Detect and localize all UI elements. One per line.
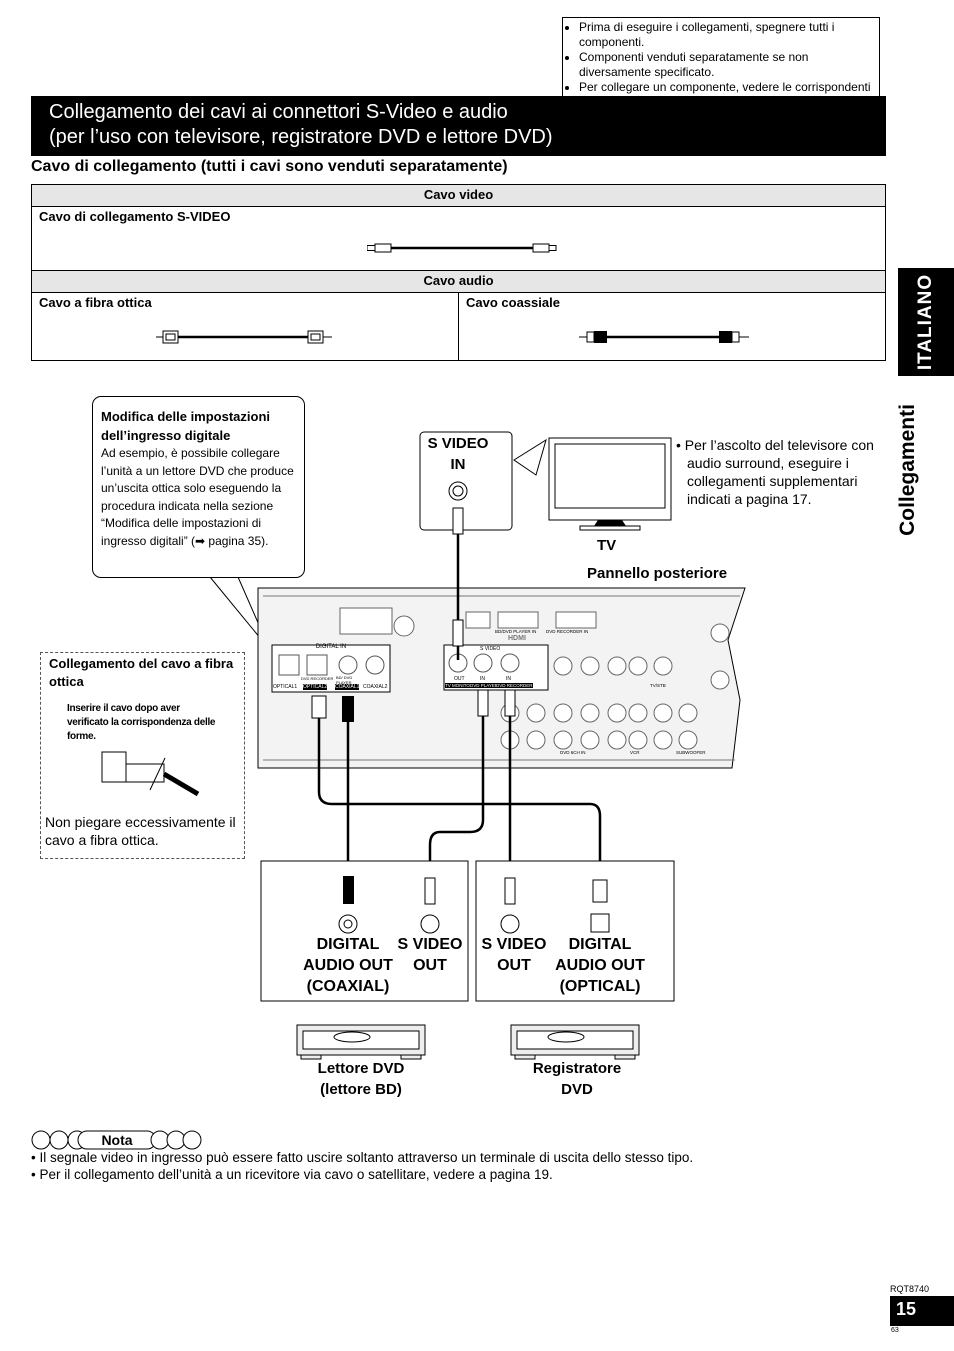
panel-dvd6ch-label: DVD 6CH IN (560, 750, 586, 755)
panel-tvstb-label: TV/STB (650, 683, 666, 688)
panel-subwoofer-label: SUBWOOFER (676, 750, 706, 755)
page-number: 15 (890, 1296, 954, 1326)
nota-list: • Il segnale video in ingresso può esser… (31, 1149, 693, 1183)
rear-panel-label: Pannello posteriore (587, 565, 728, 582)
nota-label: Nota (101, 1132, 133, 1148)
tv-speech-pointer (513, 438, 547, 476)
svideo-out-jack-icon (500, 914, 520, 934)
cable-table: Cavo video Cavo di collegamento S-VIDEO … (31, 184, 886, 361)
panel-out-label: OUT (454, 676, 465, 682)
panel-coaxial1-label: COAXIAL1 (335, 684, 360, 690)
optical-cable-icon (156, 330, 332, 344)
coaxial-cable-label: Cavo coassiale (466, 295, 560, 310)
dvd-recorder-digital-label: DIGITAL AUDIO OUT (OPTICAL) (555, 936, 645, 995)
panel-hdmi-bd-label: BD/DVD PLAYER IN (495, 629, 537, 634)
svideo-cable-label: Cavo di collegamento S-VIDEO (39, 209, 231, 224)
digital-input-callout: Modifica delle impostazioni dell’ingress… (92, 396, 305, 578)
dvd-player-label-line1: Lettore DVD (317, 1060, 405, 1077)
dvd-recorder-label: Registratore DVD (506, 1058, 648, 1100)
subtitle: Cavo di collegamento (tutti i cavi sono … (31, 158, 508, 175)
tv-svideo-in-box (419, 431, 513, 531)
optical-cable-label: Cavo a fibra ottica (39, 295, 152, 310)
svideo-cable-icon (367, 243, 557, 253)
panel-bd-player-label: BD/ DVD PLAYER (336, 675, 353, 685)
fiber-connection-box: Collegamento del cavo a fibra ottica Ins… (40, 652, 245, 859)
panel-vcr-label: VCR (630, 750, 640, 755)
tv-label: TV (597, 537, 617, 554)
nota-item-text: Per il collegamento dell’unità a un rice… (39, 1167, 553, 1182)
panel-hdmi-logo: HDMI (508, 635, 526, 642)
dvd-player-digital-label: DIGITAL AUDIO OUT (COAXIAL) (303, 936, 393, 995)
panel-dvd-recorder2-label: DVD RECORDER (496, 683, 533, 688)
title-line-1: Collegamento dei cavi ai connettori S-Vi… (49, 101, 508, 123)
nota-item: • Per il collegamento dell’unità a un ri… (31, 1167, 553, 1182)
optical-cable-cell: Cavo a fibra ottica (31, 292, 459, 361)
nota-header-icon (31, 1130, 202, 1150)
panel-hdmi-rec-label: DVD RECORDER IN (546, 629, 589, 634)
fiber-instruction: Inserire il cavo dopo aver verificato la… (67, 703, 216, 742)
note-item: Prima di eseguire i collegamenti, spegne… (579, 20, 875, 49)
panel-digital-in-label: DIGITAL IN (315, 644, 347, 650)
dvd-recorder-icon (510, 1024, 640, 1060)
panel-dvd-player-label: DVD PLAYER (470, 683, 499, 688)
section-title: Collegamento dei cavi ai connettori S-Vi… (31, 96, 886, 156)
tv-svideo-in-line1: S VIDEO (427, 435, 489, 452)
panel-optical1-label: OPTICAL1 (273, 684, 298, 690)
svideo-cable-cell: Cavo di collegamento S-VIDEO (31, 206, 886, 271)
panel-optical2-label: OPTICAL2 (303, 684, 328, 690)
dvd-recorder-label-line2: DVD (561, 1081, 593, 1098)
panel-svideo-label: S VIDEO (480, 646, 501, 652)
dvd-player-label-line2: (lettore BD) (320, 1081, 402, 1098)
dvd-player-icon (296, 1024, 426, 1060)
dvd-recorder-label-line1: Registratore (532, 1060, 622, 1077)
panel-in2-label: IN (506, 676, 511, 682)
svideo-out-jack-icon (420, 914, 440, 934)
nota-item: • Il segnale video in ingresso può esser… (31, 1150, 694, 1165)
audio-header: Cavo audio (31, 270, 886, 293)
page-small-number: 63 (891, 1327, 899, 1334)
dvd-recorder-svideo-label: S VIDEO OUT (481, 936, 547, 974)
panel-tv-monitor-label: TV MONITOR (445, 683, 474, 688)
optical-plug-icon (101, 751, 200, 797)
dvd-player-svideo-cable (428, 695, 485, 882)
fiber-title: Collegamento del cavo a fibra ottica (49, 656, 234, 689)
tv-svideo-in-line2: IN (450, 456, 466, 473)
panel-coaxial2-label: COAXIAL2 (363, 684, 388, 690)
tv-note: • Per l’ascolto del televisore con audio… (676, 437, 874, 507)
fiber-warning: Non piegare eccessivamente il cavo a fib… (45, 814, 236, 848)
callout-title: Modifica delle impostazioni dell’ingress… (101, 409, 271, 443)
optical-cable (317, 700, 602, 882)
model-code: RQT8740 (890, 1284, 930, 1294)
optical-jack-icon (590, 913, 610, 933)
dvd-player-label: Lettore DVD (lettore BD) (290, 1058, 432, 1100)
language-tab: ITALIANO (898, 268, 954, 376)
panel-dvd-recorder-label: DVD RECORDER (301, 676, 334, 681)
dvd-player-svideo-label: S VIDEO OUT (397, 936, 463, 974)
nota-item-text: Il segnale video in ingresso può essere … (39, 1150, 694, 1165)
callout-body: Ad esempio, è possibile collegare l’unit… (101, 446, 294, 548)
note-item: Componenti venduti separatamente se non … (579, 50, 875, 79)
title-line-2: (per l’uso con televisore, registratore … (49, 126, 553, 148)
coaxial-cable-icon (579, 331, 749, 343)
tv-note-text: Per l’ascolto del televisore con audio s… (684, 437, 874, 507)
coaxial-cable-cell: Cavo coassiale (458, 292, 886, 361)
panel-in1-label: IN (480, 676, 485, 682)
tv-svideo-in-label: S VIDEO IN (420, 433, 496, 475)
